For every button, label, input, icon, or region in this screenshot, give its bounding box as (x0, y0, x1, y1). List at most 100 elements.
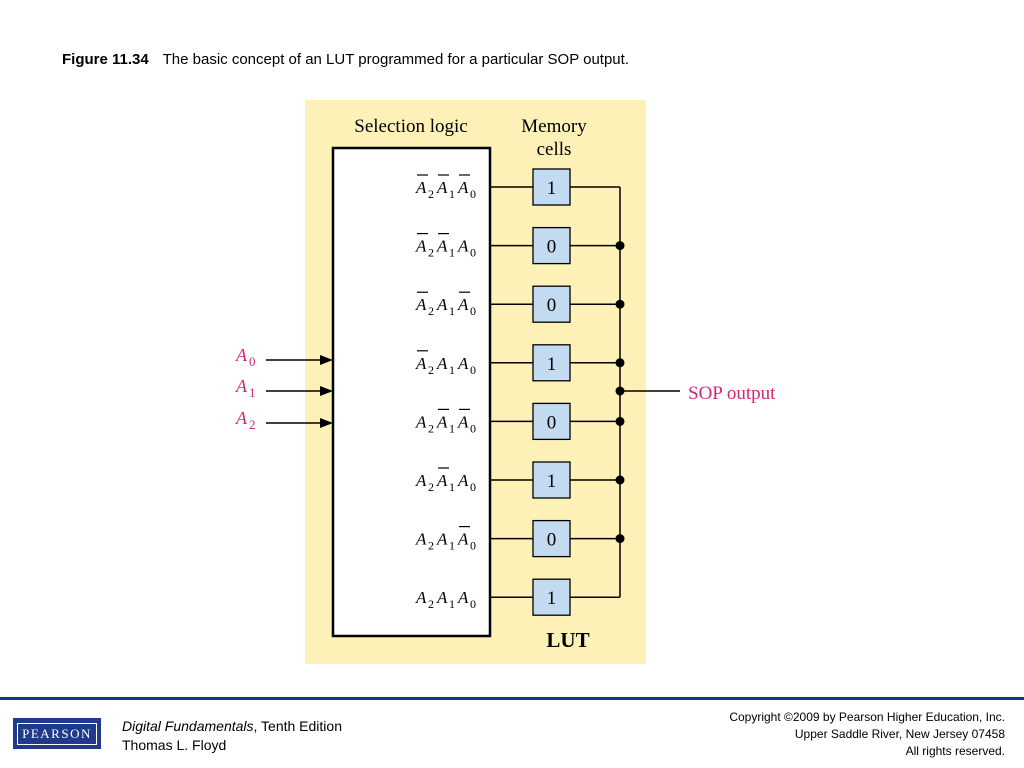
minterm-subscript: 0 (470, 421, 476, 435)
minterm-variable: A (457, 588, 469, 607)
minterm-subscript: 2 (428, 421, 434, 435)
junction-dot (615, 358, 625, 368)
minterm-subscript: 1 (449, 246, 455, 260)
memory-cell-value: 0 (547, 530, 557, 551)
figure-number: Figure 11.34 (62, 51, 149, 68)
minterm-subscript: 0 (470, 597, 476, 611)
copyright-notice: Copyright ©2009 by Pearson Higher Educat… (729, 709, 1005, 760)
junction-dot (615, 534, 625, 544)
minterm-variable: A (415, 530, 427, 549)
minterm-variable: A (457, 471, 469, 490)
minterm-subscript: 2 (428, 246, 434, 260)
junction-dot (615, 416, 625, 426)
memory-cell (532, 519, 571, 558)
minterm-variable: A (415, 471, 427, 490)
input-label-subscript: 0 (249, 354, 256, 369)
input-label: A (235, 345, 248, 365)
minterm-subscript: 2 (428, 363, 434, 377)
footer-divider (0, 697, 1024, 700)
memory-cell (532, 226, 571, 265)
minterm-variable: A (415, 237, 427, 256)
copyright-line-3: All rights reserved. (905, 744, 1005, 758)
book-title: Digital Fundamentals (122, 718, 254, 734)
memory-cell-value: 0 (547, 237, 557, 258)
memory-cell-value: 1 (547, 178, 557, 199)
input-label-subscript: 1 (249, 385, 256, 400)
memory-cell (532, 344, 571, 382)
memory-cell-value: 0 (547, 295, 557, 316)
minterm-subscript: 2 (428, 539, 434, 553)
minterm-variable: A (457, 530, 469, 549)
minterm-subscript: 0 (470, 363, 476, 377)
book-edition: , Tenth Edition (253, 718, 342, 734)
minterm-subscript: 1 (449, 421, 455, 435)
memory-cell-value: 1 (547, 471, 557, 492)
book-author: Thomas L. Floyd (122, 737, 227, 753)
minterm-variable: A (436, 471, 448, 490)
input-label-subscript: 2 (249, 417, 256, 432)
memory-cell (532, 461, 571, 499)
minterm-subscript: 1 (449, 597, 455, 611)
memory-cells-label-line2: cells (537, 139, 572, 160)
minterm-subscript: 1 (449, 187, 455, 201)
memory-cell-value: 1 (547, 354, 557, 375)
memory-cell (532, 168, 571, 206)
minterm-subscript: 1 (449, 304, 455, 318)
minterm-subscript: 2 (428, 480, 434, 494)
minterm-variable: A (457, 178, 469, 197)
minterm-variable: A (436, 237, 448, 256)
figure-caption-text: The basic concept of an LUT programmed f… (162, 51, 629, 68)
minterm-variable: A (415, 295, 427, 314)
minterm-variable: A (436, 530, 448, 549)
input-arrowhead (320, 386, 333, 396)
minterm-subscript: 0 (470, 480, 476, 494)
minterm-variable: A (457, 295, 469, 314)
minterm-variable: A (436, 412, 448, 431)
input-arrowhead (320, 418, 333, 428)
junction-dot (615, 299, 625, 309)
copyright-line-1: Copyright ©2009 by Pearson Higher Educat… (729, 710, 1005, 724)
memory-cell-value: 1 (547, 588, 557, 609)
minterm-variable: A (415, 412, 427, 431)
minterm-subscript: 0 (470, 304, 476, 318)
memory-cell (532, 578, 571, 616)
minterm-variable: A (436, 354, 448, 373)
minterm-variable: A (457, 412, 469, 431)
selection-logic-block (331, 146, 492, 638)
output-junction-dot (615, 386, 625, 396)
minterm-subscript: 2 (428, 304, 434, 318)
minterm-variable: A (436, 295, 448, 314)
input-label: A (235, 376, 248, 396)
minterm-variable: A (457, 237, 469, 256)
junction-dot (615, 475, 625, 485)
minterm-variable: A (457, 354, 469, 373)
memory-cells-label-line1: Memory (521, 116, 587, 137)
memory-cell-value: 0 (547, 412, 557, 433)
minterm-variable: A (436, 178, 448, 197)
copyright-line-2: Upper Saddle River, New Jersey 07458 (794, 727, 1005, 741)
minterm-subscript: 1 (449, 363, 455, 377)
minterm-variable: A (415, 178, 427, 197)
minterm-variable: A (415, 354, 427, 373)
input-label: A (235, 408, 248, 428)
minterm-variable: A (415, 588, 427, 607)
minterm-variable: A (436, 588, 448, 607)
input-arrowhead (320, 355, 333, 365)
minterm-subscript: 0 (470, 246, 476, 260)
sop-output-label: SOP output (688, 383, 776, 404)
minterm-subscript: 0 (470, 539, 476, 553)
minterm-subscript: 2 (428, 187, 434, 201)
